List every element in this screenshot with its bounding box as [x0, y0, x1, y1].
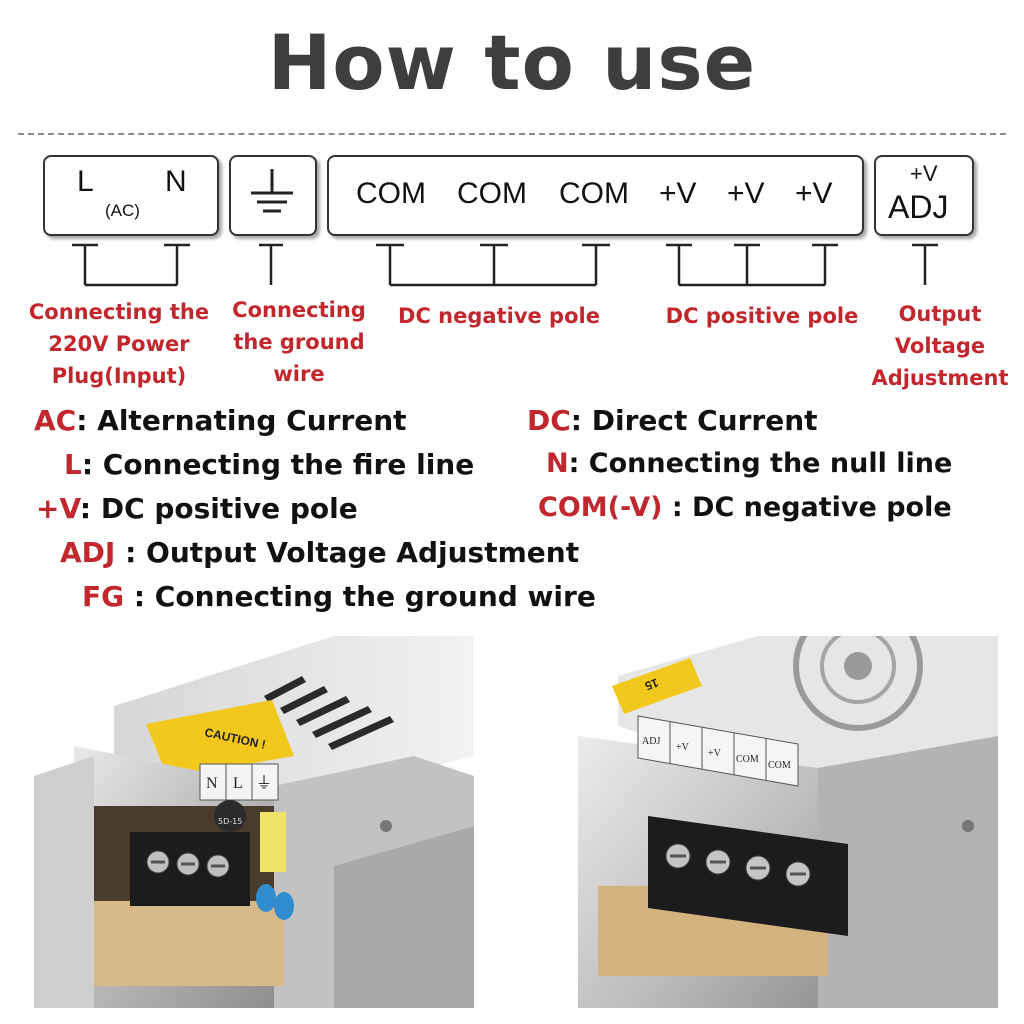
- ac-terminal-box: L N (AC): [43, 155, 219, 236]
- photo-left-part: 5D-15: [218, 817, 242, 826]
- legend-com: COM(-V) : DC negative pole: [538, 492, 952, 523]
- photo-input-terminals: CAUTION ! N L ⏚ 5D-15: [34, 636, 474, 1008]
- label-dc-positive: DC positive pole: [665, 304, 859, 328]
- terminal-pv-1: +V: [659, 177, 697, 210]
- terminal-com-3: COM: [559, 177, 629, 210]
- terminal-com-1: COM: [356, 177, 426, 210]
- terminal-com-2: COM: [457, 177, 527, 210]
- ground-icon: [251, 169, 293, 213]
- legend-dc: DC: Direct Current: [527, 404, 818, 437]
- ground-terminal-box: [229, 155, 317, 236]
- label-ground: Connecting the ground wire: [232, 298, 366, 386]
- terminal-adj: ADJ: [888, 189, 949, 225]
- photo-right-terminal-com-1: COM: [736, 754, 759, 765]
- legend-adj: ADJ : Output Voltage Adjustment: [60, 536, 580, 569]
- photo-left-terminal-l: L: [233, 775, 243, 792]
- photo-output-terminals: 15 ADJ +V +V COM COM: [558, 636, 998, 1008]
- dashed-divider: [18, 133, 1006, 135]
- terminal-pv-2: +V: [727, 177, 765, 210]
- label-dc-negative: DC negative pole: [398, 304, 600, 328]
- adj-terminal-box: +V ADJ: [874, 155, 974, 236]
- connector-lines: [72, 243, 938, 287]
- legend-n: N: Connecting the null line: [546, 448, 953, 479]
- page-title: How to use: [267, 18, 757, 107]
- terminal-N: N: [165, 165, 187, 198]
- legend-ac: AC: Alternating Current: [34, 404, 407, 437]
- photo-right-tag: 15: [643, 675, 661, 693]
- terminal-adj-v: +V: [910, 161, 938, 186]
- photo-left-terminal-fg: ⏚: [256, 773, 272, 792]
- legend-fg: FG : Connecting the ground wire: [82, 580, 596, 613]
- dc-terminal-box: COM COM COM +V +V +V: [327, 155, 864, 236]
- legend-l: L: Connecting the fire line: [64, 448, 475, 481]
- terminal-L: L: [77, 165, 94, 198]
- terminal-ac-tag: (AC): [105, 201, 140, 220]
- label-adjust: Output Voltage Adjustment: [871, 302, 1009, 390]
- photo-right-terminal-adj: ADJ: [642, 736, 660, 747]
- photo-right-terminal-pv-2: +V: [708, 748, 722, 759]
- photo-left-terminal-n: N: [206, 775, 218, 792]
- label-input: Connecting the 220V Power Plug(Input): [28, 300, 210, 388]
- photo-right-terminal-com-2: COM: [768, 760, 791, 771]
- terminal-pv-3: +V: [795, 177, 833, 210]
- photo-right-terminal-pv-1: +V: [676, 742, 690, 753]
- legend-pv: +V: DC positive pole: [36, 492, 358, 525]
